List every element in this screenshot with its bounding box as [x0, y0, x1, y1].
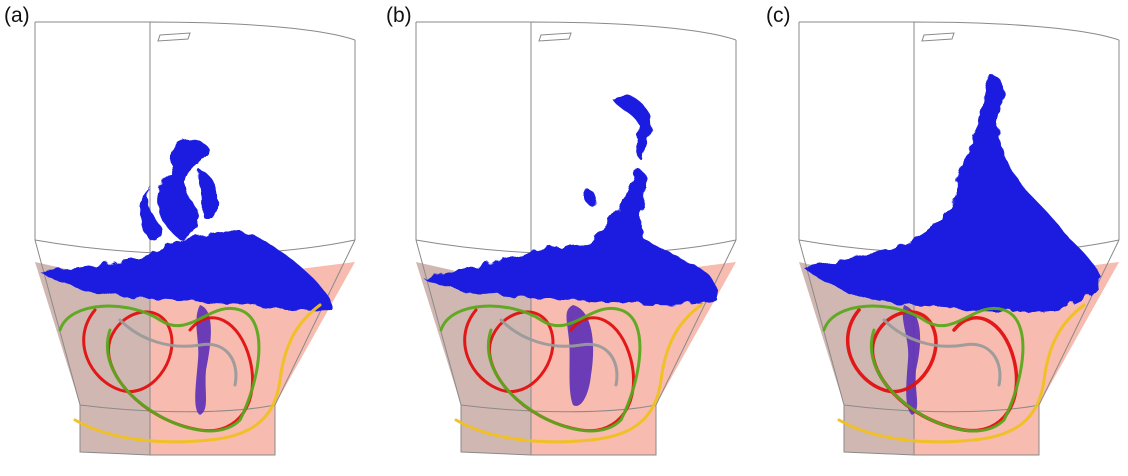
fluid-surface — [40, 138, 332, 311]
vessel-wall-left — [799, 262, 914, 455]
streamline — [454, 303, 703, 444]
streamline — [82, 308, 255, 433]
fluid-plume — [195, 305, 211, 415]
streamline — [58, 304, 261, 433]
vessel-wall-right — [531, 262, 736, 455]
fluid-surface — [984, 74, 1005, 108]
streamline — [837, 303, 1086, 444]
vessel-inlet-slot — [157, 32, 191, 42]
fluid-surface — [804, 75, 1102, 312]
streamline — [499, 318, 619, 387]
vessel-panel-c — [798, 21, 1120, 456]
fluid-surface — [584, 190, 597, 206]
vessel-wall-left — [416, 262, 531, 455]
streamline — [463, 308, 636, 433]
streamline — [882, 318, 1002, 387]
streamline — [73, 303, 322, 444]
vessel-wall-left — [35, 262, 150, 455]
streamline — [439, 304, 642, 433]
vessel-inlet-slot — [921, 32, 955, 42]
fluid-surface — [141, 185, 162, 242]
vessel-inlet-slot — [538, 32, 572, 42]
vessel-panel-b — [415, 21, 737, 456]
fluid-plume — [566, 305, 594, 406]
fluid-surface — [423, 170, 718, 305]
vessel-panel-a — [34, 21, 356, 456]
streamline — [118, 318, 238, 387]
fluid-surface — [611, 94, 651, 160]
streamline — [822, 304, 1025, 433]
panel-label-b: (b) — [386, 4, 412, 27]
fluid-surface — [198, 170, 218, 221]
panel-label-a: (a) — [4, 4, 30, 27]
panel-label-c: (c) — [766, 4, 791, 27]
streamline — [846, 308, 1019, 433]
